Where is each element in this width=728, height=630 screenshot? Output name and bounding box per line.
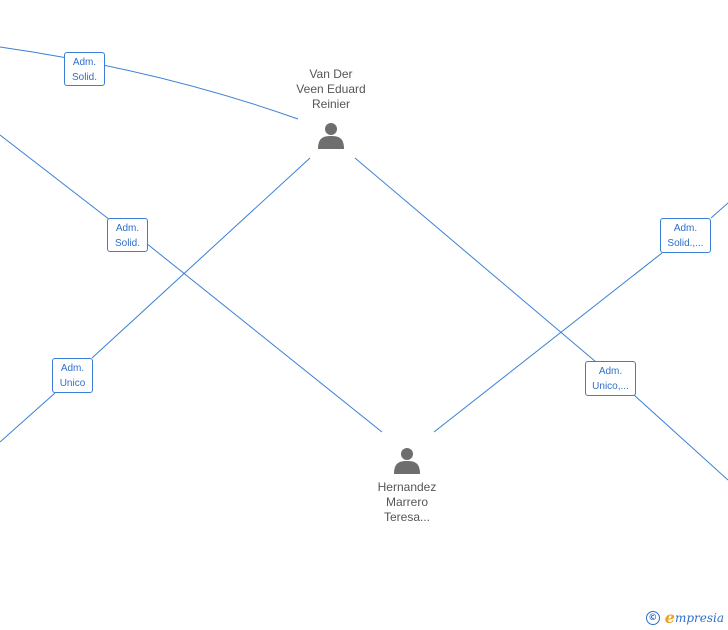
- copyright-icon: ©: [645, 611, 660, 625]
- edge-r4-right: [710, 202, 728, 219]
- role-node-adm-solid-1[interactable]: Adm. Solid.: [64, 52, 105, 86]
- person-icon: [394, 448, 420, 474]
- edge-r3-vanderveen: [91, 157, 311, 359]
- person-icon: [318, 123, 344, 149]
- edge-r2-hernandez: [145, 242, 383, 433]
- brand-initial: e: [664, 608, 675, 627]
- role-node-adm-unico[interactable]: Adm. Unico: [52, 358, 93, 393]
- person-node-vanderveen[interactable]: Van Der Veen Eduard Reinier: [286, 67, 376, 150]
- edge-r5-vanderveen: [354, 157, 597, 363]
- edge-r5-right: [633, 394, 728, 481]
- edge-r3-left: [0, 392, 56, 443]
- edge-r2-left: [0, 134, 111, 221]
- person-name: Van Der Veen Eduard Reinier: [296, 67, 366, 111]
- role-node-adm-unico-2[interactable]: Adm. Unico,...: [585, 361, 636, 396]
- edge-r1-vanderveen: [0, 46, 299, 120]
- role-node-adm-solid-3[interactable]: Adm. Solid.,...: [660, 218, 711, 253]
- person-node-hernandez[interactable]: Hernandez Marrero Teresa...: [362, 445, 452, 525]
- brand-name: mpresia: [674, 611, 724, 625]
- edges: [0, 46, 728, 481]
- edge-r4-hernandez: [433, 252, 663, 433]
- person-name: Hernandez Marrero Teresa...: [377, 480, 437, 524]
- empresia-logo[interactable]: © e mpresia: [645, 608, 724, 627]
- role-node-adm-solid-2[interactable]: Adm. Solid.: [107, 218, 148, 252]
